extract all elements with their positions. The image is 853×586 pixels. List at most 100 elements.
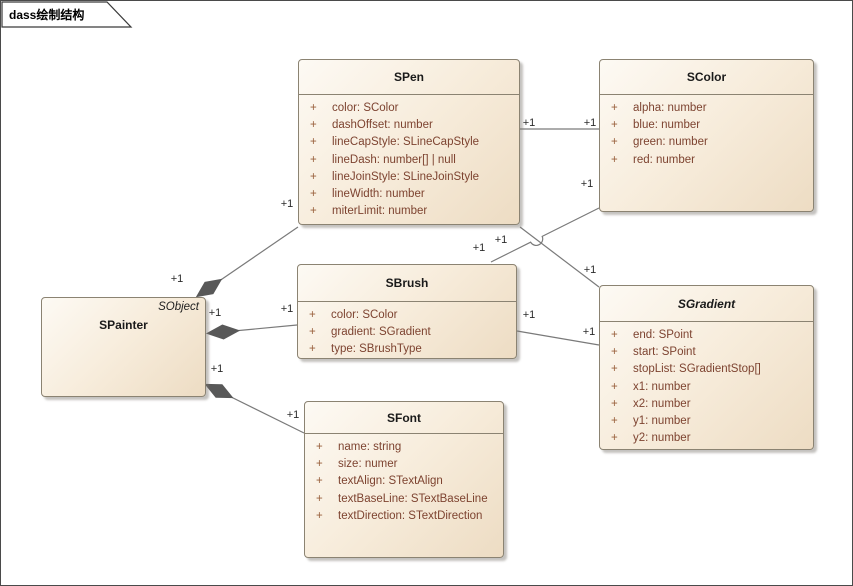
visibility-plus: + bbox=[611, 397, 618, 410]
connector-sbrush-sgradient[interactable] bbox=[516, 330, 600, 346]
attribute-row: +color: SColor bbox=[299, 100, 519, 117]
attribute-text: alpha: number bbox=[633, 102, 707, 114]
parent-class-label: SObject bbox=[158, 301, 199, 313]
class-name: SPen bbox=[393, 70, 424, 84]
attribute-text: y1: number bbox=[633, 414, 691, 427]
class-header: SGradient bbox=[600, 286, 813, 322]
tab-shape bbox=[1, 1, 133, 28]
attribute-row: +lineWidth: number bbox=[299, 186, 519, 203]
attribute-row: +type: SBrushType bbox=[298, 341, 516, 358]
multiplicity-label: +1 bbox=[170, 273, 184, 285]
attribute-text: end: SPoint bbox=[633, 329, 693, 341]
visibility-plus: + bbox=[310, 136, 317, 149]
attribute-row: + red: number bbox=[600, 152, 813, 169]
connector-spainter-sbrush[interactable] bbox=[222, 324, 298, 333]
attribute-text: red: number bbox=[633, 153, 696, 166]
class-header: SColor bbox=[600, 60, 813, 95]
class-box-scolor[interactable]: SColor + alpha: number +blue: number + gre… bbox=[599, 59, 814, 212]
attribute-row: +textDirection: STextDirection bbox=[305, 508, 503, 525]
attribute-text: lineJoinStyle: SLineJoinStyle bbox=[332, 170, 480, 183]
visibility-plus: + bbox=[611, 346, 618, 359]
attribute-row: + alpha: number bbox=[600, 100, 813, 117]
attributes-compartment: + color: SColor + gradient: SGradient +typ… bbox=[298, 302, 516, 359]
class-box-sbrush[interactable]: SBrush + color: SColor + gradient: SGradie… bbox=[297, 264, 517, 359]
attribute-row: + y1: number bbox=[600, 413, 813, 430]
visibility-plus: + bbox=[316, 509, 323, 522]
attribute-text: y2: number bbox=[633, 432, 691, 445]
attribute-row: + y2: number bbox=[600, 430, 813, 447]
visibility-plus: + bbox=[611, 432, 618, 445]
multiplicity-label: +1 bbox=[583, 264, 597, 276]
visibility-plus: + bbox=[611, 414, 618, 427]
class-header: SBrush bbox=[298, 265, 516, 302]
attribute-row: + textAlign: STextAlign bbox=[305, 473, 503, 490]
attributes-compartment: + name: string + size: numer + textAlign: S… bbox=[305, 434, 503, 525]
attribute-text: textBaseLine: STextBaseLine bbox=[338, 492, 488, 505]
attribute-row: +textBaseLine: STextBaseLine bbox=[305, 491, 503, 508]
visibility-plus: + bbox=[316, 441, 323, 453]
attribute-text: size: numer bbox=[338, 458, 398, 471]
class-name: SBrush bbox=[385, 276, 429, 290]
visibility-plus: + bbox=[310, 153, 317, 166]
visibility-plus: + bbox=[611, 102, 618, 114]
multiplicity-label: +1 bbox=[580, 178, 594, 190]
class-box-spen[interactable]: SPen +color: SColor +dashOffset: number … bbox=[298, 59, 520, 225]
class-box-sgradient[interactable]: SGradient + end: SPoint + start: SPoint + s… bbox=[599, 285, 814, 450]
multiplicity-label: +1 bbox=[208, 307, 222, 319]
attribute-row: + name: string bbox=[305, 439, 503, 456]
attribute-text: color: SColor bbox=[332, 102, 399, 114]
attribute-row: + miterLimit: number bbox=[299, 203, 519, 220]
visibility-plus: + bbox=[310, 170, 317, 183]
multiplicity-label: +1 bbox=[280, 198, 294, 210]
multiplicity-label: +1 bbox=[522, 309, 536, 321]
attribute-text: green: number bbox=[633, 136, 708, 149]
attribute-row: + size: numer bbox=[305, 456, 503, 473]
connector-sbrush-scolor[interactable] bbox=[490, 207, 600, 263]
connector-spen-sgradient[interactable] bbox=[519, 226, 600, 288]
attribute-text: lineWidth: number bbox=[332, 187, 425, 200]
attribute-text: stopList: SGradientStop[] bbox=[633, 363, 761, 376]
attributes-compartment: + alpha: number +blue: number + green: num… bbox=[600, 95, 813, 169]
attribute-row: + gradient: SGradient bbox=[298, 324, 516, 341]
class-name: SColor bbox=[686, 70, 727, 84]
attribute-text: textAlign: STextAlign bbox=[338, 475, 443, 488]
multiplicity-label: +1 bbox=[522, 117, 536, 129]
attribute-row: + lineJoinStyle: SLineJoinStyle bbox=[299, 169, 519, 186]
visibility-plus: + bbox=[310, 205, 317, 218]
class-name: SFont bbox=[387, 410, 421, 425]
attribute-row: + green: number bbox=[600, 134, 813, 151]
attribute-text: gradient: SGradient bbox=[331, 326, 431, 339]
multiplicity-label: +1 bbox=[494, 234, 508, 246]
class-box-spainter[interactable]: SObject SPainter bbox=[41, 297, 206, 397]
attributes-compartment: +color: SColor +dashOffset: number +line… bbox=[299, 95, 519, 220]
visibility-plus: + bbox=[611, 329, 618, 341]
visibility-plus: + bbox=[611, 153, 618, 166]
class-name: SPainter bbox=[99, 318, 148, 332]
visibility-plus: + bbox=[611, 136, 618, 149]
attribute-row: +x2: number bbox=[600, 396, 813, 413]
attribute-row: + end: SPoint bbox=[600, 327, 813, 344]
attribute-row: + start: SPoint bbox=[600, 344, 813, 361]
visibility-plus: + bbox=[316, 475, 323, 488]
connector-spainter-spen[interactable] bbox=[208, 226, 299, 289]
multiplicity-label: +1 bbox=[286, 409, 300, 421]
class-header: SFont bbox=[305, 402, 503, 434]
visibility-plus: + bbox=[310, 119, 317, 132]
visibility-plus: + bbox=[316, 458, 323, 471]
visibility-plus: + bbox=[309, 309, 316, 321]
visibility-plus: + bbox=[309, 343, 316, 356]
class-box-sfont[interactable]: SFont + name: string + size: numer + textAl… bbox=[304, 401, 504, 558]
attribute-row: +lineCapStyle: SLineCapStyle bbox=[299, 134, 519, 151]
attribute-text: color: SColor bbox=[331, 309, 398, 321]
attribute-row: + color: SColor bbox=[298, 307, 516, 324]
attribute-text: start: SPoint bbox=[633, 346, 696, 359]
visibility-plus: + bbox=[611, 363, 618, 376]
attribute-row: +blue: number bbox=[600, 117, 813, 134]
multiplicity-label: +1 bbox=[280, 303, 294, 315]
tab-label: dass绘制结构 bbox=[9, 8, 85, 22]
attribute-text: x1: number bbox=[633, 380, 691, 393]
visibility-plus: + bbox=[309, 326, 316, 339]
attribute-text: name: string bbox=[338, 441, 402, 453]
attribute-text: miterLimit: number bbox=[332, 205, 428, 218]
